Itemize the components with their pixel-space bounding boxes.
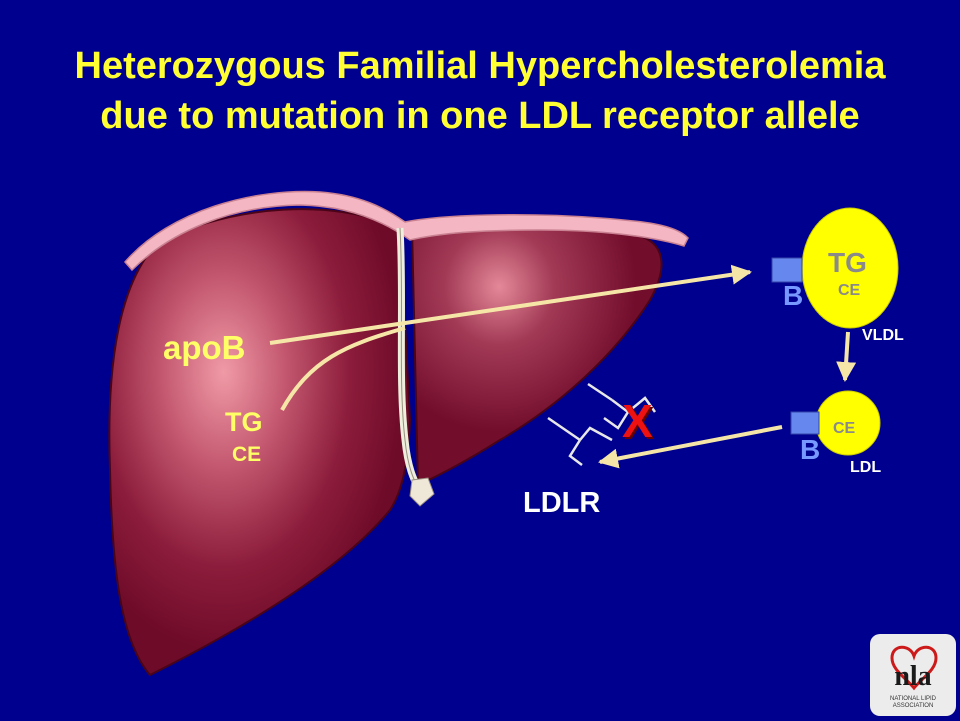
- ldl-apob-square: [790, 411, 820, 435]
- logo-caption-line-1: NATIONAL LIPID: [890, 696, 937, 702]
- liver-ce-label: CE: [232, 443, 262, 466]
- ldlr-label: LDLR: [523, 487, 601, 519]
- logo-caption-line-2: ASSOCIATION: [893, 703, 934, 709]
- nla-logo-graphic: nla NATIONAL LIPID ASSOCIATION: [890, 645, 938, 709]
- vldl-name-label: VLDL: [862, 327, 904, 344]
- slide-title-line-1: Heterozygous Familial Hypercholesterolem…: [74, 45, 886, 87]
- receptor-block-mark: X: [622, 395, 653, 447]
- ldl-receptor-functional: [547, 416, 613, 466]
- vldl-b-label: B: [783, 280, 804, 311]
- slide-title-line-2: due to mutation in one LDL receptor alle…: [100, 95, 860, 137]
- vldl-particle: [771, 207, 899, 329]
- ldl-receptor-defective: [587, 382, 657, 430]
- ldl-ce-label: CE: [833, 420, 856, 437]
- apob-secretion-arrow: [269, 264, 752, 345]
- liver-capsule: [124, 190, 689, 272]
- vldl-ce-label: CE: [838, 282, 861, 299]
- heart-icon: [890, 645, 938, 691]
- apob-label: apoB: [163, 329, 246, 366]
- ldl-particle: [790, 390, 881, 456]
- liver-illustration: [108, 190, 689, 677]
- vldl-to-ldl-arrow: [836, 331, 857, 382]
- vldl-apob-square: [771, 257, 803, 283]
- liver-tg-label: TG: [225, 407, 263, 437]
- ldl-uptake-arrow: [598, 425, 783, 469]
- vldl-tg-label: TG: [828, 247, 867, 278]
- tg-ce-path: [280, 326, 406, 411]
- logo-acronym: nla: [894, 661, 931, 692]
- ldl-b-label: B: [800, 434, 821, 465]
- ligament-tip: [409, 477, 435, 507]
- falciform-ligament-outline: [399, 227, 421, 493]
- nla-logo: nla NATIONAL LIPID ASSOCIATION: [870, 634, 956, 716]
- ldl-name-label: LDL: [850, 459, 882, 476]
